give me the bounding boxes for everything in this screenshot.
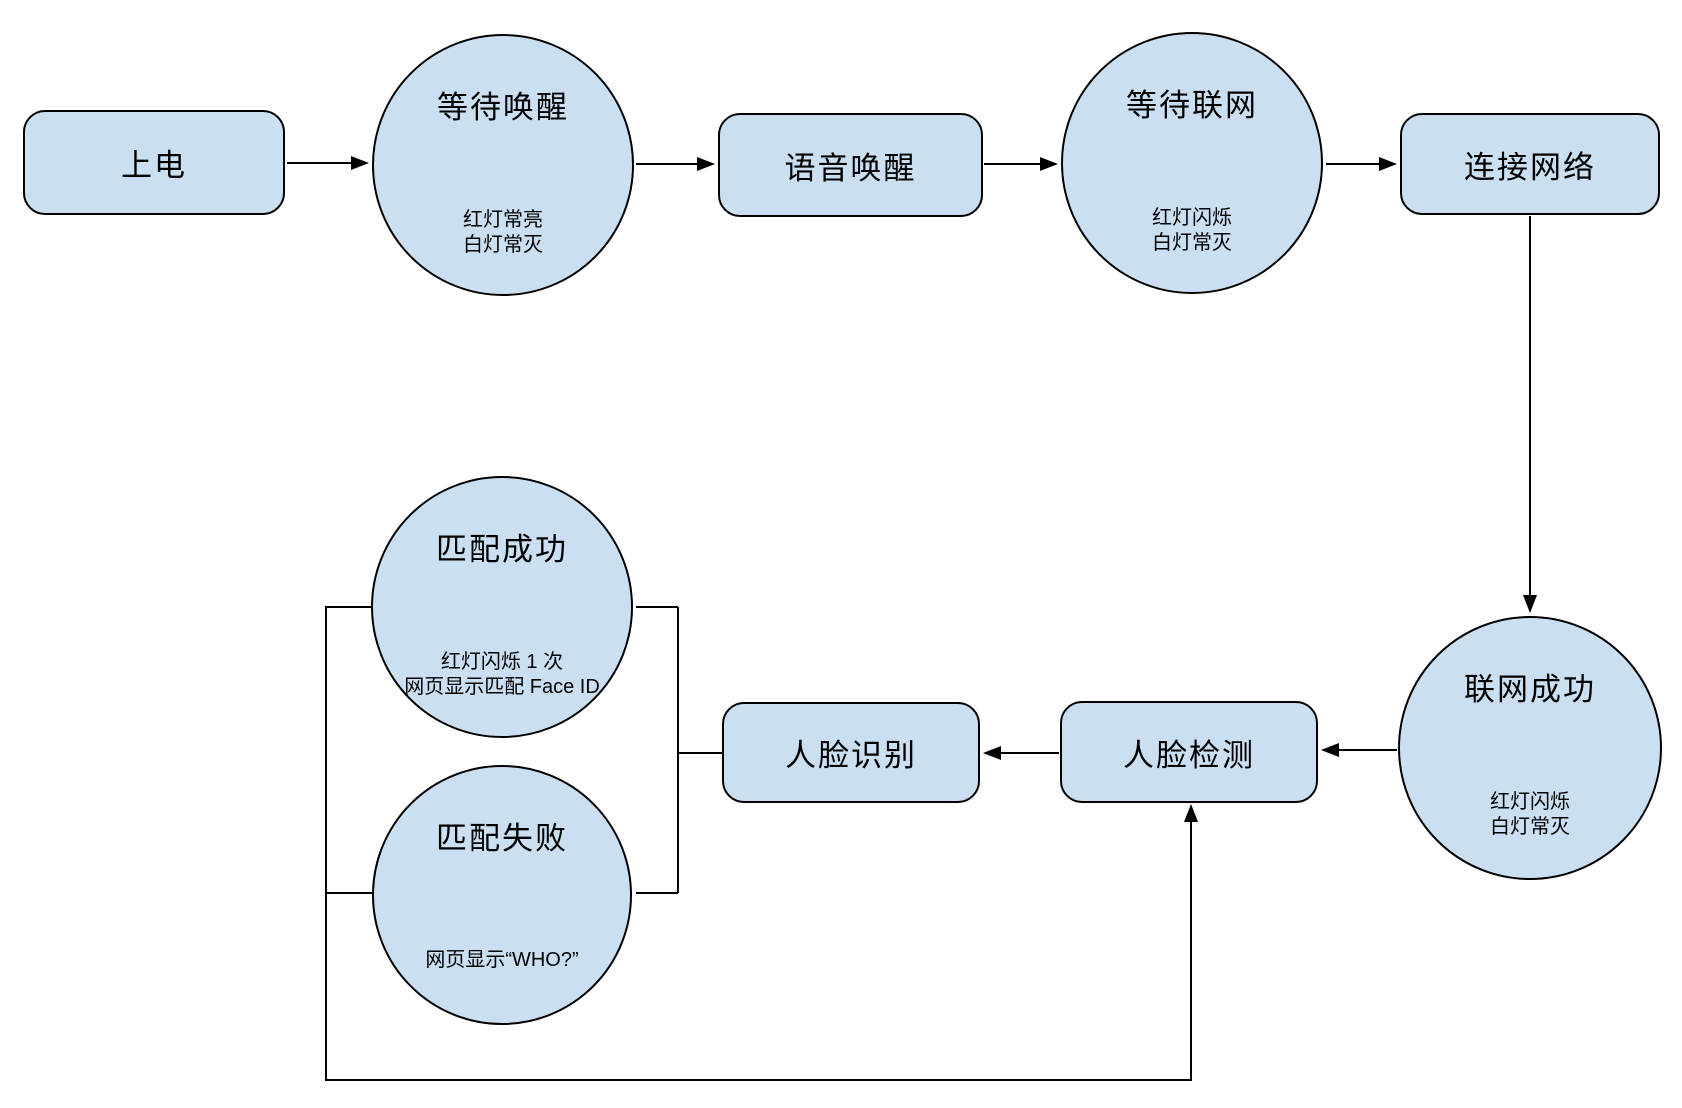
edge-recog-branch-bracket [636,606,722,894]
node-match-fail-subtext: 网页显示“WHO?” [425,949,579,971]
node-face-detect-label: 人脸检测 [1123,737,1255,773]
node-wait-network-subtext: 红灯闪烁 白灯常灭 [1152,207,1232,254]
node-wait-wake-subtext: 红灯常亮 白灯常灭 [463,209,543,256]
node-wait-wake-label: 等待唤醒 [437,90,569,125]
node-network-success-label: 联网成功 [1464,672,1596,707]
node-network-success: 联网成功 红灯闪烁 白灯常灭 [1398,616,1662,880]
node-match-success-subtext: 红灯闪烁 1 次 网页显示匹配 Face ID [404,651,600,698]
node-face-recognize-label: 人脸识别 [785,738,917,773]
node-power-on-label: 上电 [121,148,187,183]
node-face-detect: 人脸检测 [1060,701,1318,803]
node-wait-wake: 等待唤醒 红灯常亮 白灯常灭 [372,34,634,296]
edge-loopback-to-detect [325,606,1198,1081]
node-match-fail-label: 匹配失败 [436,821,568,856]
node-wait-network-label: 等待联网 [1126,88,1258,123]
node-match-success-label: 匹配成功 [436,532,568,567]
node-connect-network-label: 连接网络 [1464,149,1596,185]
node-connect-network: 连接网络 [1400,113,1660,215]
node-match-fail: 匹配失败 网页显示“WHO?” [372,765,632,1025]
node-power-on: 上电 [23,110,285,215]
node-voice-wake-label: 语音唤醒 [784,150,917,186]
node-match-success: 匹配成功 红灯闪烁 1 次 网页显示匹配 Face ID [371,476,633,738]
node-network-success-subtext: 红灯闪烁 白灯常灭 [1490,791,1570,838]
node-voice-wake: 语音唤醒 [718,113,983,217]
node-wait-network: 等待联网 红灯闪烁 白灯常灭 [1061,32,1323,294]
node-face-recognize: 人脸识别 [722,702,980,803]
